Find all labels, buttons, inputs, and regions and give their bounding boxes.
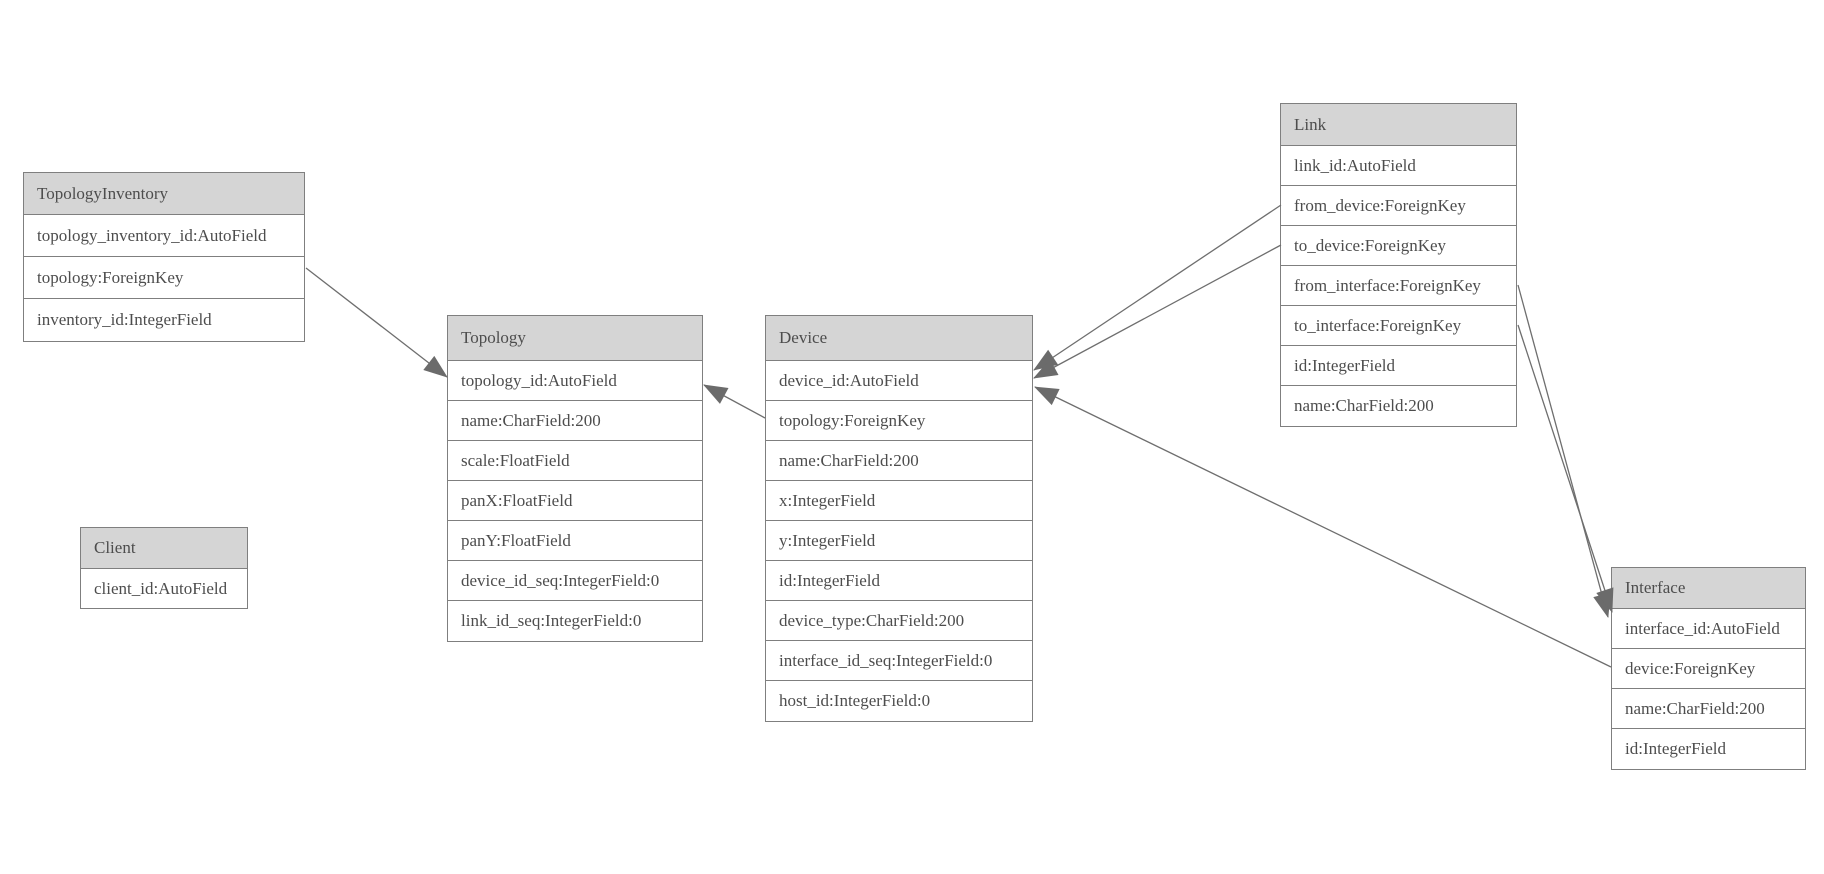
- field-row: topology_id:AutoField: [448, 361, 702, 401]
- field-row: topology_inventory_id:AutoField: [24, 215, 304, 257]
- field-row: name:CharField:200: [766, 441, 1032, 481]
- table-title-topology: Topology: [448, 316, 702, 361]
- edge-link-fromdevice-device: [1033, 204, 1282, 371]
- entity-table-interface: Interface interface_id:AutoField device:…: [1611, 567, 1806, 770]
- field-row: to_interface:ForeignKey: [1281, 306, 1516, 346]
- field-row: to_device:ForeignKey: [1281, 226, 1516, 266]
- field-row: topology:ForeignKey: [766, 401, 1032, 441]
- entity-table-device: Device device_id:AutoField topology:Fore…: [765, 315, 1033, 722]
- field-row: name:CharField:200: [1612, 689, 1805, 729]
- field-row: device_type:CharField:200: [766, 601, 1032, 641]
- field-row: id:IntegerField: [1612, 729, 1805, 769]
- field-row: x:IntegerField: [766, 481, 1032, 521]
- field-row: link_id:AutoField: [1281, 146, 1516, 186]
- table-title-interface: Interface: [1612, 568, 1805, 609]
- field-row: device:ForeignKey: [1612, 649, 1805, 689]
- table-title-client: Client: [81, 528, 247, 569]
- edge-device-topology: [703, 384, 766, 419]
- field-row: scale:FloatField: [448, 441, 702, 481]
- field-row: id:IntegerField: [1281, 346, 1516, 386]
- field-row: topology:ForeignKey: [24, 257, 304, 299]
- field-row: device_id:AutoField: [766, 361, 1032, 401]
- field-row: from_device:ForeignKey: [1281, 186, 1516, 226]
- entity-table-topologyinventory: TopologyInventory topology_inventory_id:…: [23, 172, 305, 342]
- field-row: link_id_seq:IntegerField:0: [448, 601, 702, 641]
- entity-table-topology: Topology topology_id:AutoField name:Char…: [447, 315, 703, 642]
- edge-link-frominterface-interface: [1517, 284, 1611, 618]
- field-row: interface_id_seq:IntegerField:0: [766, 641, 1032, 681]
- edge-link-tointerface-interface: [1517, 324, 1614, 613]
- table-title-topologyinventory: TopologyInventory: [24, 173, 304, 215]
- field-row: id:IntegerField: [766, 561, 1032, 601]
- field-row: name:CharField:200: [448, 401, 702, 441]
- edge-interface-device: [1034, 386, 1612, 668]
- entity-table-link: Link link_id:AutoField from_device:Forei…: [1280, 103, 1517, 427]
- field-row: panX:FloatField: [448, 481, 702, 521]
- field-row: client_id:AutoField: [81, 569, 247, 608]
- field-row: name:CharField:200: [1281, 386, 1516, 426]
- field-row: from_interface:ForeignKey: [1281, 266, 1516, 306]
- field-row: inventory_id:IntegerField: [24, 299, 304, 341]
- field-row: y:IntegerField: [766, 521, 1032, 561]
- field-row: panY:FloatField: [448, 521, 702, 561]
- table-title-link: Link: [1281, 104, 1516, 146]
- field-row: host_id:IntegerField:0: [766, 681, 1032, 721]
- edge-link-todevice-device: [1033, 244, 1282, 379]
- entity-table-client: Client client_id:AutoField: [80, 527, 248, 609]
- field-row: device_id_seq:IntegerField:0: [448, 561, 702, 601]
- table-title-device: Device: [766, 316, 1032, 361]
- edge-topologyinventory-topology: [305, 267, 448, 378]
- field-row: interface_id:AutoField: [1612, 609, 1805, 649]
